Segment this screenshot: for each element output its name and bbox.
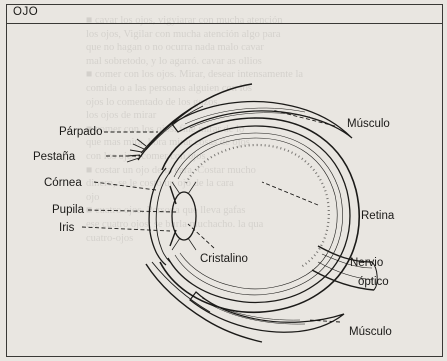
upper-muscle: [172, 102, 352, 138]
lens: [172, 182, 196, 250]
label-cornea: Córnea: [44, 177, 82, 189]
label-parpado: Párpado: [59, 126, 102, 138]
iris: [170, 186, 176, 246]
upper-eyelid: [138, 84, 252, 160]
label-cristalino: Cristalino: [200, 253, 248, 265]
label-nervio: Nervio: [350, 257, 383, 269]
leader-lines: [82, 110, 340, 322]
label-retina: Retina: [361, 210, 395, 222]
label-musculo-top: Músculo: [347, 118, 390, 130]
label-iris: Iris: [59, 222, 75, 234]
cornea: [149, 168, 171, 265]
label-pestana: Pestaña: [33, 151, 76, 163]
label-musculo-bottom: Músculo: [349, 326, 392, 338]
label-optico: óptico: [358, 276, 389, 288]
label-pupila: Pupila: [52, 204, 85, 216]
eyeball: [160, 118, 359, 312]
